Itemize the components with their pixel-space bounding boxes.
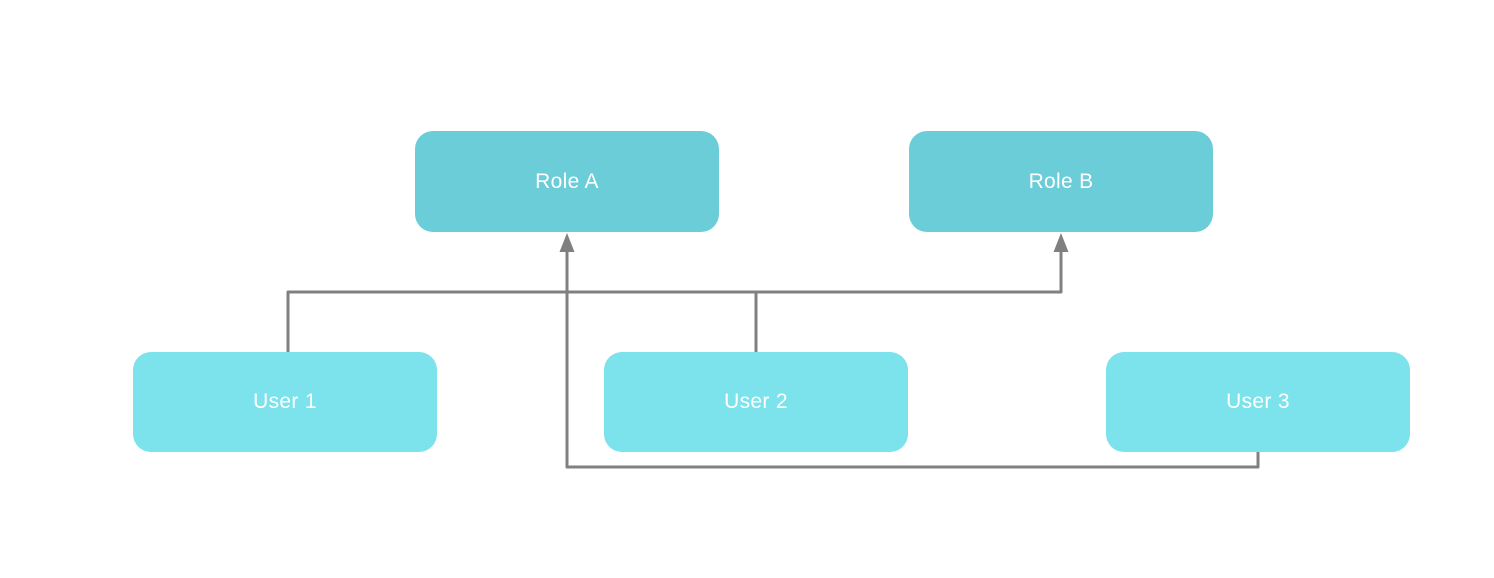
edge-user3-to-rolea-arrowhead — [559, 233, 575, 252]
node-role-a[interactable]: Role A — [415, 131, 719, 232]
node-role-b[interactable]: Role B — [909, 131, 1213, 232]
edge-user1-to-roleb — [286, 250, 1063, 352]
node-user-2[interactable]: User 2 — [604, 352, 908, 452]
node-user-2-label: User 2 — [724, 390, 788, 413]
node-user-1[interactable]: User 1 — [133, 352, 437, 452]
node-role-a-label: Role A — [535, 169, 599, 193]
edge-user1-to-roleb-arrowhead — [1053, 233, 1069, 252]
edge-user3-to-rolea — [565, 250, 1260, 469]
node-user-3-label: User 3 — [1226, 390, 1290, 413]
node-user-3[interactable]: User 3 — [1106, 352, 1410, 452]
node-user-1-label: User 1 — [253, 390, 317, 413]
node-role-b-label: Role B — [1028, 169, 1094, 193]
